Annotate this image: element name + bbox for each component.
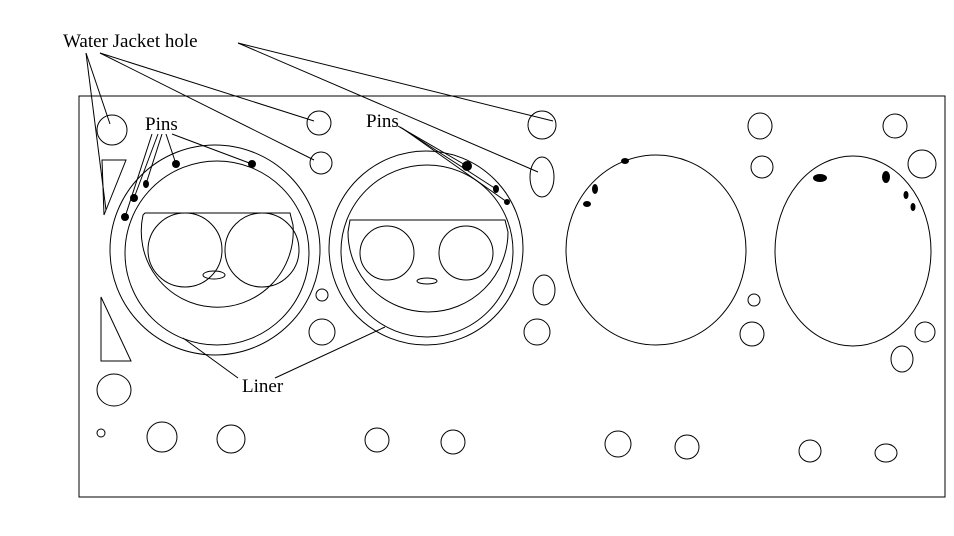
- liner-label: Liner: [242, 376, 284, 397]
- cylinder-3: [565, 154, 747, 346]
- leader-lines: [85, 42, 554, 379]
- water-jacket-hole-label: Water Jacket hole: [63, 31, 198, 52]
- water-jacket-holes: [96, 110, 937, 463]
- cylinder-1: [109, 144, 321, 356]
- gasket-outline: [78, 95, 946, 498]
- cylinder-2: [328, 150, 524, 346]
- pins-label-right: Pins: [366, 111, 399, 132]
- pins: [121, 158, 916, 221]
- pins-label-left: Pins: [145, 114, 178, 135]
- cylinder-4: [774, 155, 932, 347]
